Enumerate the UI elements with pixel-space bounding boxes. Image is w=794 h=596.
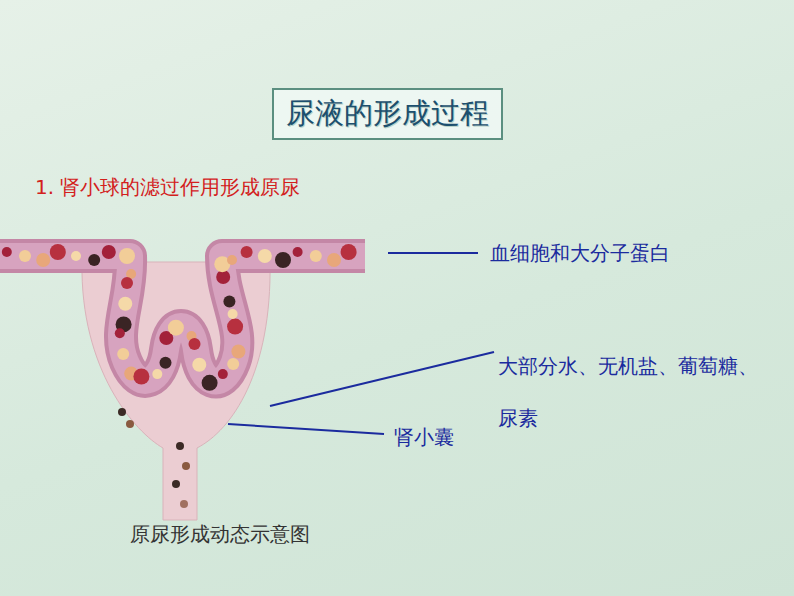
blood-cell [102, 245, 116, 259]
blood-cell [293, 247, 303, 257]
part-label: 大部分水、无机盐、葡萄糖、尿素 [498, 340, 768, 444]
slide-title: 尿液的形成过程 [272, 88, 503, 140]
blood-cell [231, 345, 245, 359]
blood-cell [50, 244, 66, 260]
blood-vessel-lumen [0, 256, 365, 381]
blood-cell [2, 247, 12, 257]
blood-cell [227, 255, 237, 265]
filtrate-particles [118, 408, 190, 508]
blood-cell [202, 375, 218, 391]
blood-cell [19, 250, 31, 262]
section-heading: 1. 肾小球的滤过作用形成原尿 [35, 174, 300, 201]
part-label: 血细胞和大分子蛋白 [490, 240, 670, 267]
blood-cell [133, 369, 149, 385]
blood-cell [310, 250, 322, 262]
blood-cell [241, 246, 253, 258]
blood-vessel [0, 256, 365, 381]
figure-caption: 原尿形成动态示意图 [130, 521, 310, 548]
blood-cells [2, 244, 357, 391]
blood-cell [117, 348, 129, 360]
blood-cell [119, 248, 135, 264]
leader-lines [228, 253, 494, 434]
blood-cell [168, 320, 184, 336]
blood-cell [118, 297, 132, 311]
blood-cell [36, 253, 50, 267]
blood-cell [88, 254, 100, 266]
blood-cell [223, 296, 235, 308]
blood-cell [218, 369, 228, 379]
blood-cell [227, 358, 239, 370]
blood-cell [275, 252, 291, 268]
part-label: 肾小囊 [394, 424, 454, 451]
blood-cell [121, 277, 133, 289]
blood-cell [115, 328, 125, 338]
blood-cell [160, 357, 172, 369]
blood-cell [71, 251, 81, 261]
blood-cell [189, 338, 201, 350]
blood-cell [227, 319, 243, 335]
blood-cell [341, 244, 357, 260]
blood-cell [327, 253, 341, 267]
blood-cell [152, 369, 162, 379]
blood-cell [258, 249, 272, 263]
blood-cell [192, 358, 206, 372]
blood-cell [228, 309, 238, 319]
